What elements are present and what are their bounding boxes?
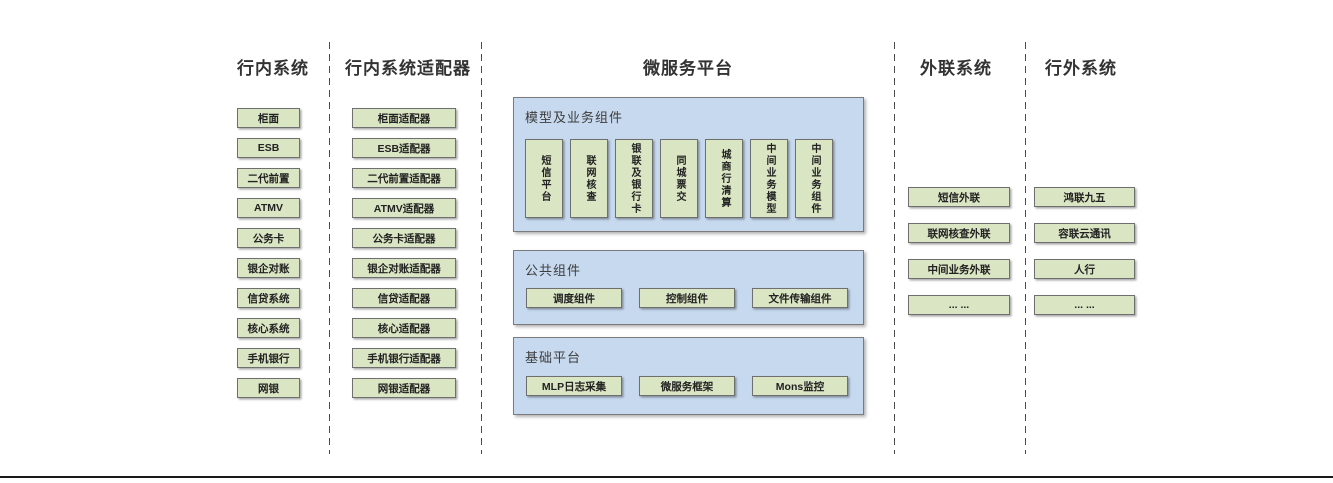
component-row: MLP日志采集微服务框架 Mons监控 (526, 376, 848, 396)
system-box: ATMV (237, 198, 300, 218)
system-box: 公务卡 (237, 228, 300, 248)
component-box: 微服务框架 (639, 376, 735, 396)
column-separator (1025, 42, 1026, 454)
component-box: MLP日志采集 (526, 376, 622, 396)
vertical-component-box: 银联及银行卡 (615, 139, 653, 218)
adapter-box: ATMV适配器 (352, 198, 456, 218)
adapter-box: 公务卡适配器 (352, 228, 456, 248)
platform-section-model-business: 模型及业务组件 短信平台联网核查银联及银行卡同城票交城商行清算中间业务模型中间业… (513, 97, 864, 232)
column-separator (894, 42, 895, 454)
system-box: 网银 (237, 378, 300, 398)
outside-systems-list: 鸿联九五容联云通讯人行 ... ... (1034, 187, 1135, 315)
system-box: 柜面 (237, 108, 300, 128)
column-header-external-link: 外联系统 (920, 59, 992, 78)
section-label: 模型及业务组件 (525, 110, 624, 125)
component-box: 控制组件 (639, 288, 735, 308)
vertical-component-row: 短信平台联网核查银联及银行卡同城票交城商行清算中间业务模型中间业务组件 (525, 139, 833, 218)
adapter-box: 银企对账适配器 (352, 258, 456, 278)
external-link-box: 联网核查外联 (908, 223, 1010, 243)
system-box: ESB (237, 138, 300, 158)
outside-system-box: 鸿联九五 (1034, 187, 1135, 207)
section-label: 公共组件 (525, 263, 582, 278)
system-box: 信贷系统 (237, 288, 300, 308)
outside-system-box: 人行 (1034, 259, 1135, 279)
outside-system-box: 容联云通讯 (1034, 223, 1135, 243)
column-separator (481, 42, 482, 454)
adapter-box: 信贷适配器 (352, 288, 456, 308)
bottom-divider (0, 476, 1333, 478)
vertical-component-box: 中间业务模型 (750, 139, 788, 218)
column-header-inhouse: 行内系统 (237, 59, 309, 78)
external-link-box: ... ... (908, 295, 1010, 315)
vertical-component-box: 联网核查 (570, 139, 608, 218)
external-link-list: 短信外联联网核查外联中间业务外联 ... ... (908, 187, 1010, 315)
vertical-component-box: 短信平台 (525, 139, 563, 218)
outside-system-box: ... ... (1034, 295, 1135, 315)
adapter-box: 柜面适配器 (352, 108, 456, 128)
system-box: 二代前置 (237, 168, 300, 188)
inhouse-systems-list: 柜面 ESB 二代前置 ATMV 公务卡银企对账信贷系统核心系统手机银行网银 (237, 108, 300, 398)
column-header-adapters: 行内系统适配器 (345, 59, 471, 78)
external-link-box: 短信外联 (908, 187, 1010, 207)
system-box: 银企对账 (237, 258, 300, 278)
column-separator (329, 42, 330, 454)
adapter-box: ESB适配器 (352, 138, 456, 158)
adapter-box: 网银适配器 (352, 378, 456, 398)
adapter-list: 柜面适配器 ESB适配器二代前置适配器 ATMV适配器公务卡适配器银企对账适配器信贷… (352, 108, 456, 398)
vertical-component-box: 城商行清算 (705, 139, 743, 218)
component-box: 文件传输组件 (752, 288, 848, 308)
adapter-box: 核心适配器 (352, 318, 456, 338)
system-box: 核心系统 (237, 318, 300, 338)
platform-section-common: 公共组件 调度组件控制组件文件传输组件 (513, 250, 864, 325)
external-link-box: 中间业务外联 (908, 259, 1010, 279)
section-label: 基础平台 (525, 350, 582, 365)
platform-section-base: 基础平台 MLP日志采集微服务框架 Mons监控 (513, 337, 864, 415)
component-row: 调度组件控制组件文件传输组件 (526, 288, 848, 308)
component-box: 调度组件 (526, 288, 622, 308)
adapter-box: 二代前置适配器 (352, 168, 456, 188)
vertical-component-box: 中间业务组件 (795, 139, 833, 218)
adapter-box: 手机银行适配器 (352, 348, 456, 368)
column-header-platform: 微服务平台 (643, 59, 733, 78)
column-header-outside: 行外系统 (1045, 59, 1117, 78)
vertical-component-box: 同城票交 (660, 139, 698, 218)
system-box: 手机银行 (237, 348, 300, 368)
component-box: Mons监控 (752, 376, 848, 396)
